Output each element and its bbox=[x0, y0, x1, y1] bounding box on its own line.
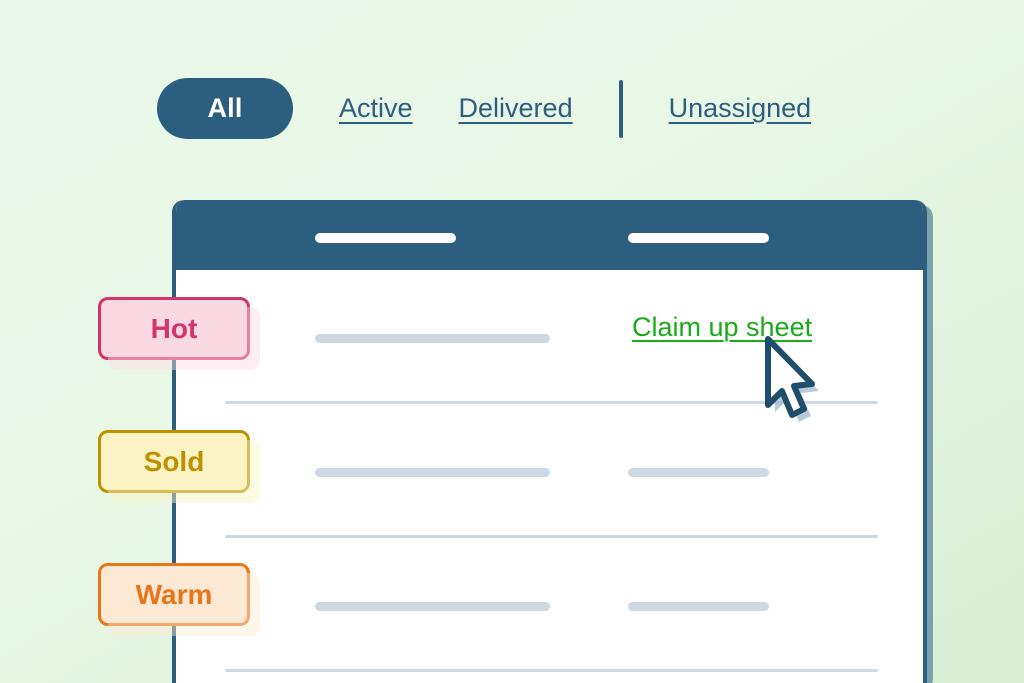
header-placeholder-1 bbox=[315, 233, 456, 243]
header-placeholder-2 bbox=[628, 233, 769, 243]
claim-up-sheet-link[interactable]: Claim up sheet bbox=[632, 312, 813, 342]
tab-delivered[interactable]: Delivered bbox=[458, 93, 573, 123]
row-placeholder-primary bbox=[315, 468, 550, 477]
tab-separator bbox=[618, 79, 623, 138]
tab-active[interactable]: Active bbox=[339, 93, 413, 123]
status-badge-hot[interactable]: Hot bbox=[98, 297, 260, 370]
table-row[interactable] bbox=[176, 404, 923, 538]
row-placeholder-secondary bbox=[628, 602, 769, 611]
row-placeholder-secondary bbox=[628, 468, 769, 477]
card-header bbox=[176, 200, 923, 270]
card-body: Claim up sheet bbox=[176, 270, 923, 672]
row-divider bbox=[225, 669, 878, 672]
row-divider bbox=[225, 535, 878, 538]
filter-tab-bar: All Active Delivered Unassigned bbox=[157, 78, 811, 139]
table-row[interactable] bbox=[176, 538, 923, 672]
row-divider bbox=[225, 401, 878, 404]
status-badge-sold[interactable]: Sold bbox=[98, 430, 260, 503]
status-badge-warm[interactable]: Warm bbox=[98, 563, 260, 636]
tab-all[interactable]: All bbox=[157, 78, 293, 139]
table-row[interactable]: Claim up sheet bbox=[176, 270, 923, 404]
row-placeholder-primary bbox=[315, 334, 550, 343]
tab-unassigned[interactable]: Unassigned bbox=[668, 93, 812, 123]
row-placeholder-primary bbox=[315, 602, 550, 611]
lead-sheet-card: Claim up sheet bbox=[172, 200, 927, 683]
